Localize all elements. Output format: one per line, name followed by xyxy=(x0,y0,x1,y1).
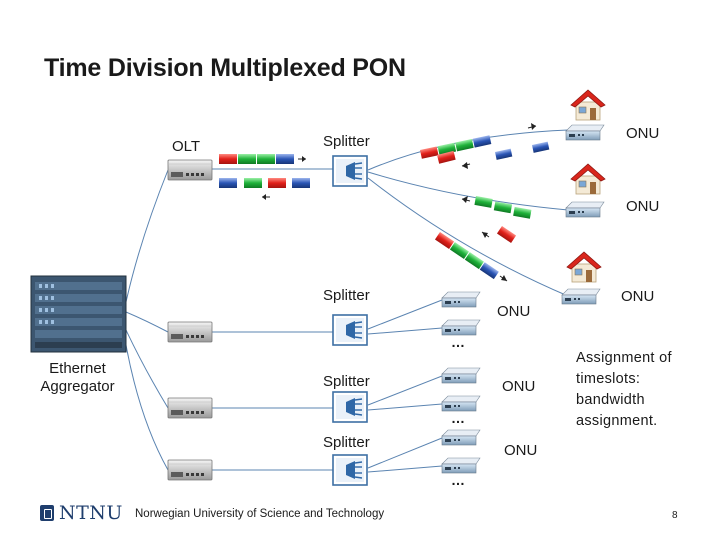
timeslot-assignment-note: Assignment of timeslots: bandwidth assig… xyxy=(576,350,672,429)
branch-3-frames xyxy=(434,226,517,282)
onu-device-icon xyxy=(441,291,481,308)
more-onus-ellipsis: … xyxy=(451,410,465,426)
olt-device-icon xyxy=(167,321,213,343)
downstream-frames xyxy=(219,154,306,164)
splitter-icon xyxy=(332,454,368,486)
house-icon xyxy=(566,251,602,283)
onu-device-icon xyxy=(441,367,481,384)
ntnu-logo: NTNU xyxy=(40,502,123,524)
onu-label: ONU xyxy=(626,125,660,142)
ethernet-aggregator-icon xyxy=(30,275,127,353)
aggregator-links xyxy=(125,169,169,471)
house-icon xyxy=(570,89,606,121)
splitter-label: Splitter xyxy=(323,287,370,304)
onu-device-icon xyxy=(441,429,481,446)
splitter-label: Splitter xyxy=(323,133,370,150)
onu-device-icon xyxy=(441,457,481,474)
more-onus-ellipsis: … xyxy=(451,334,465,350)
onu-device-icon xyxy=(441,319,481,336)
branch-1-frames xyxy=(420,123,550,169)
upstream-bursts xyxy=(219,178,310,200)
onu-device-icon xyxy=(565,124,605,141)
ntnu-logo-mark-icon xyxy=(40,505,54,521)
ethernet-aggregator-label-line2: Aggregator xyxy=(40,378,115,395)
splitter-label: Splitter xyxy=(323,373,370,390)
page-number: 8 xyxy=(672,510,678,521)
olt-label: OLT xyxy=(172,138,201,155)
splitter-label: Splitter xyxy=(323,434,370,451)
splitter-icon xyxy=(332,314,368,346)
onu-label: ONU xyxy=(504,442,538,459)
splitter-icon xyxy=(332,155,368,187)
pon-fibers xyxy=(212,129,569,473)
ethernet-aggregator-label-line1: Ethernet xyxy=(49,360,106,377)
splitter-icon xyxy=(332,391,368,423)
olt-device-icon xyxy=(167,397,213,419)
house-icon xyxy=(570,163,606,195)
branch-2-frames xyxy=(461,196,532,219)
onu-device-icon xyxy=(565,201,605,218)
onu-device-icon xyxy=(441,395,481,412)
onu-label: ONU xyxy=(621,288,655,305)
more-onus-ellipsis: … xyxy=(451,472,465,488)
olt-device-icon xyxy=(167,159,213,181)
onu-label: ONU xyxy=(626,198,660,215)
ntnu-logo-text: NTNU xyxy=(59,502,123,524)
olt-device-icon xyxy=(167,459,213,481)
onu-label: ONU xyxy=(497,303,531,320)
slide-title: Time Division Multiplexed PON xyxy=(44,54,406,82)
ethernet-aggregator-label: Ethernet Aggregator xyxy=(30,360,125,396)
onu-label: ONU xyxy=(502,378,536,395)
footer-university: Norwegian University of Science and Tech… xyxy=(135,508,385,520)
onu-device-icon xyxy=(561,288,601,305)
